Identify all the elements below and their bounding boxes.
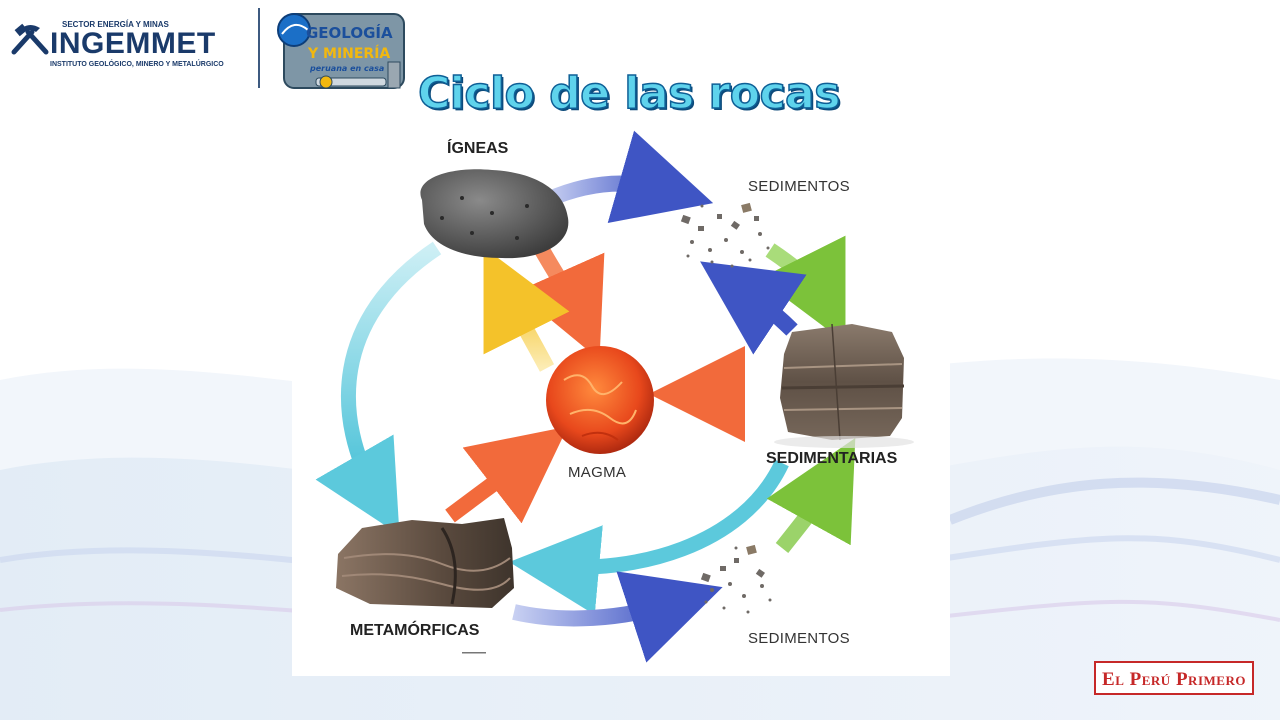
el-peru-primero-text: El Perú Primero [1102,669,1246,690]
arrow-igneous-to-sediments [543,130,714,223]
label-sedimentarias: SEDIMENTARIAS [766,450,898,467]
badge-shape [277,13,405,89]
pickaxe-hammer-icon [11,23,49,55]
label-sedimentos-bottom: SEDIMENTOS [748,630,850,647]
arrow-sedimentary-to-metamorphic [509,459,789,615]
arrow-sedimentary-to-sediments [700,261,807,355]
igneous-rock [420,169,569,259]
sedimentary-rock [780,323,905,441]
sediments-bottom-particles [700,544,772,614]
rock-cycle-graphic [315,130,914,663]
arrow-igneous-to-magma [516,246,605,360]
badge-line-3: peruana en casa [310,64,385,73]
magma-ball [546,346,654,454]
el-peru-primero-logo: El Perú Primero [1094,661,1254,695]
arrow-metamorphic-to-magma [445,426,568,524]
badge-line-2: Y MINERÍA [308,46,391,62]
logo-divider [258,8,260,88]
ingemmet-sector-text: SECTOR ENERGÍA Y MINAS [62,20,169,29]
sediments-top-particles [680,202,770,268]
arrow-magma-to-igneous [483,247,570,372]
ingemmet-logo: SECTOR ENERGÍA Y MINAS INGEMMET INSTITUT… [10,18,250,78]
page-title: Ciclo de las rocas [417,67,841,120]
geologia-mineria-badge: GEOLOGÍA Y MINERÍA peruana en casa [276,4,408,92]
label-igneas: ÍGNEAS [447,140,509,157]
metamorphic-rock [336,518,514,608]
arrow-sediments-to-sedimentary-lower [766,438,856,553]
badge-line-1: GEOLOGÍA [306,24,393,42]
arrow-metamorphic-to-sediments [512,571,723,663]
ingemmet-name: INGEMMET [50,27,216,60]
label-magma: MAGMA [568,464,627,481]
rock-cycle-diagram: ÍGNEAS SEDIMENTOS MAGMA SEDIMENTARIAS ME… [292,118,950,676]
arrow-sediments-to-sedimentary [759,235,846,343]
label-sedimentos-top: SEDIMENTOS [748,178,850,195]
ingemmet-subtitle: INSTITUTO GEOLÓGICO, MINERO Y METALÚRGIC… [50,61,224,68]
label-metamorficas: METAMÓRFICAS [350,622,480,639]
arrow-igneous-to-metamorphic [315,241,442,535]
